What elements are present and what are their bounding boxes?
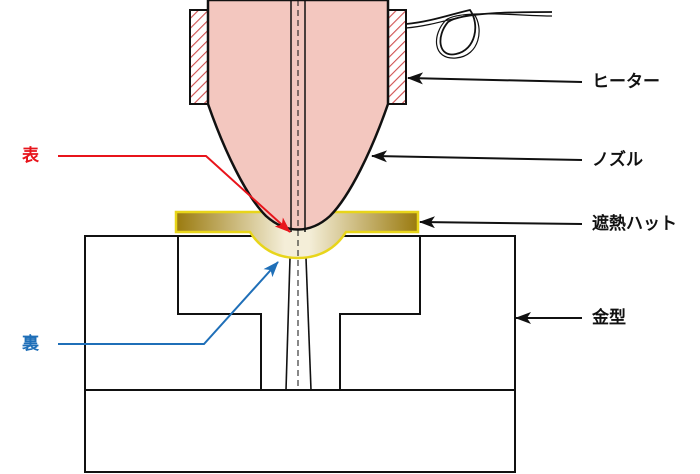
heater-label: ヒーター: [592, 72, 660, 92]
back-arrow: [58, 261, 279, 345]
mold-cavity: [177, 236, 421, 391]
sprue-left-wall: [285, 257, 291, 391]
nozzle-arrow: [371, 150, 583, 163]
mold-label: 金型: [592, 308, 626, 328]
nozzle-label: ノズル: [592, 150, 643, 170]
heater-arrow: [407, 72, 583, 85]
heater-left-band: [189, 9, 209, 105]
back-label: 裏: [22, 334, 39, 354]
shield-hat-arrow: [419, 216, 583, 229]
front-label: 表: [22, 146, 39, 166]
heater-cable-outer: [405, 13, 553, 59]
nozzle: [206, 0, 390, 390]
mold: [84, 235, 516, 473]
heater: [189, 8, 553, 105]
heater-right-band: [387, 9, 407, 105]
shield-hat-label: 遮熱ハット: [592, 214, 677, 234]
sprue-right-wall: [305, 257, 312, 391]
front-arrow: [58, 155, 291, 233]
shield-hat: [174, 210, 420, 260]
